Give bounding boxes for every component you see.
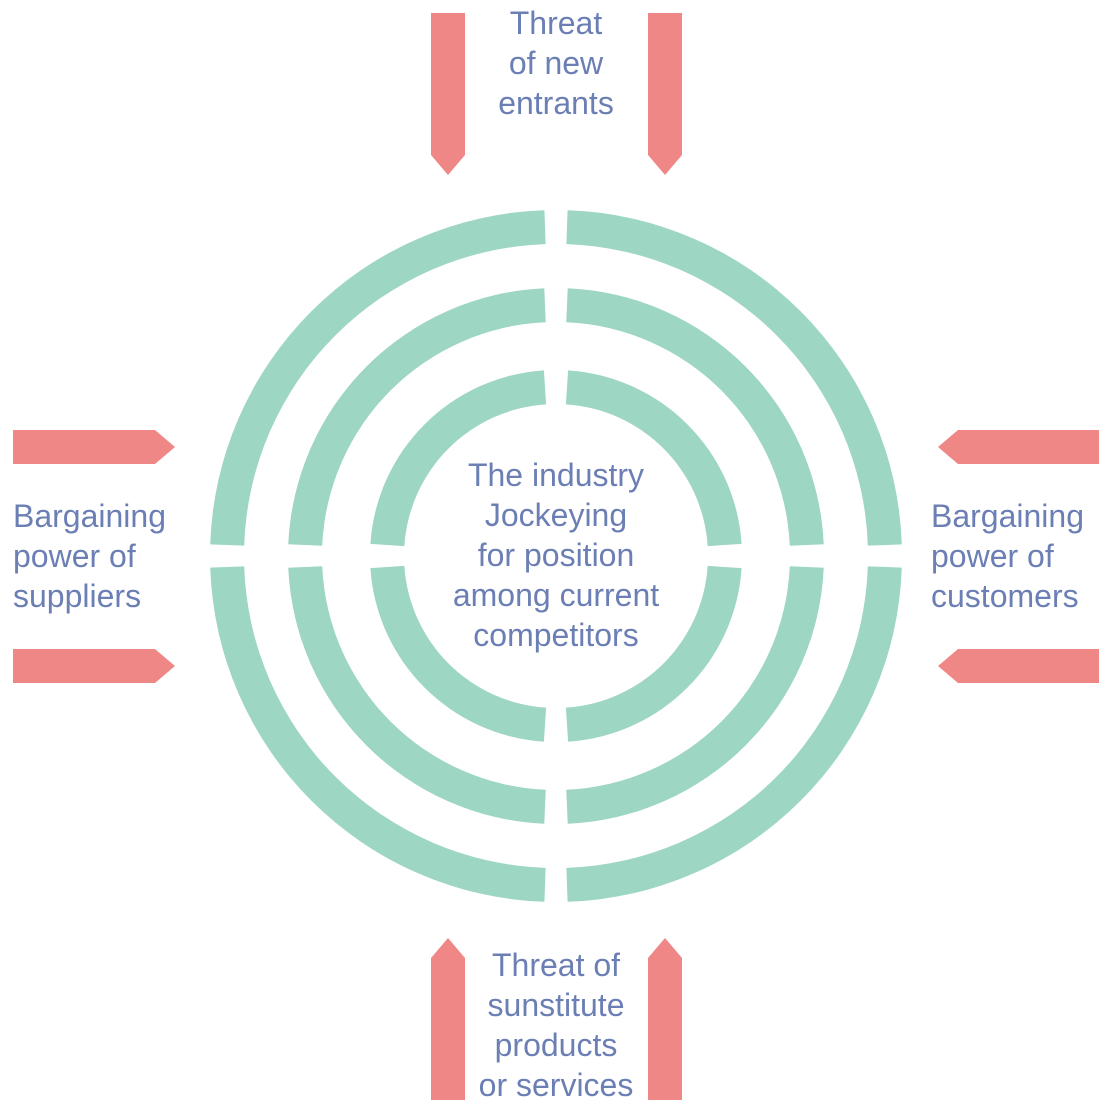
arrow-top-left — [431, 13, 465, 175]
arrow-left-bottom — [13, 649, 175, 683]
label-customer-power: Bargaining power of customers — [931, 498, 1084, 614]
arrow-left-top — [13, 430, 175, 464]
ring-middle-top-right — [566, 288, 824, 546]
label-industry-rivalry: The industry Jockeying for position amon… — [452, 457, 660, 653]
competitive-rings — [210, 210, 902, 902]
ring-inner-bottom-right — [565, 565, 742, 742]
ring-outer-bottom-right — [566, 566, 902, 902]
ring-middle-bottom-left — [288, 566, 546, 824]
ring-inner-bottom-left — [370, 565, 547, 742]
ring-outer-top-left — [210, 210, 546, 546]
ring-outer-bottom-left — [210, 566, 546, 902]
label-supplier-power: Bargaining power of suppliers — [13, 498, 166, 614]
label-threat-new-entrants: Threat of new entrants — [498, 5, 614, 121]
ring-inner-top-left — [370, 370, 547, 547]
ring-middle-bottom-right — [566, 566, 824, 824]
force-arrows — [13, 13, 1099, 1100]
arrow-right-bottom — [938, 649, 1099, 683]
arrow-top-right — [648, 13, 682, 175]
ring-outer-top-right — [566, 210, 902, 546]
ring-inner-top-right — [565, 370, 742, 547]
arrow-right-top — [938, 430, 1099, 464]
label-threat-substitutes: Threat of sunstitute products or service… — [478, 947, 634, 1103]
arrow-bottom-right — [648, 938, 682, 1100]
ring-middle-top-left — [288, 288, 546, 546]
arrow-bottom-left — [431, 938, 465, 1100]
